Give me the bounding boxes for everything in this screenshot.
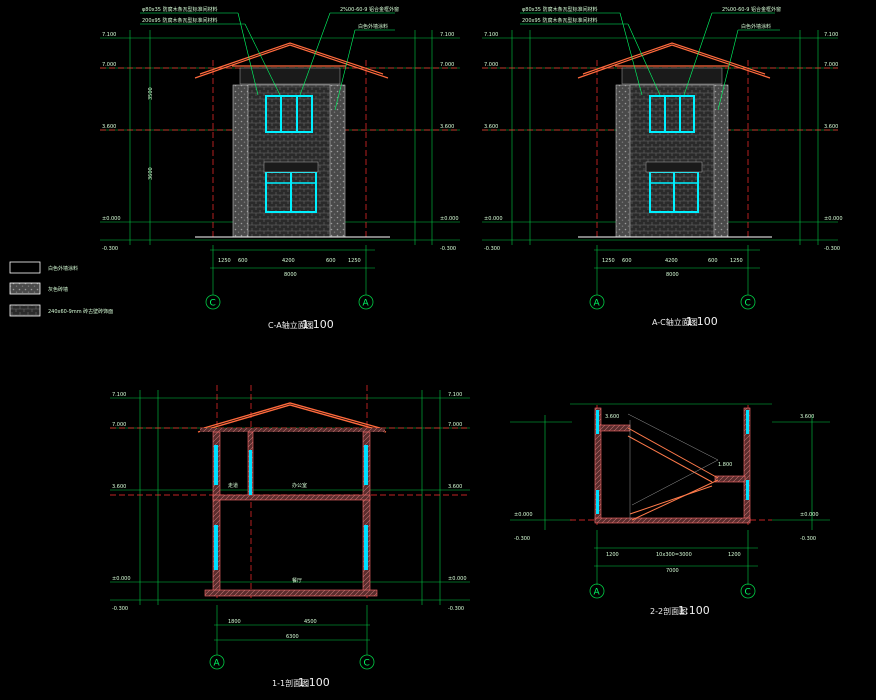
view-scale: 1:100 xyxy=(686,315,718,328)
dim-total: 8000 xyxy=(284,272,297,278)
level-left-5: -0.300 xyxy=(112,606,128,612)
callout-1: φ80x35 防腐木条瓦型标准间材料 xyxy=(142,6,218,13)
level-left-4: ±0.000 xyxy=(112,576,131,582)
level-right-3: 3.600 xyxy=(448,484,462,490)
dim-b-1: 1250 xyxy=(218,258,231,264)
view-title: 2-2剖面图 xyxy=(650,606,687,616)
level-left-1: ±0.000 xyxy=(514,512,533,518)
level-right-2: 7.000 xyxy=(440,62,454,68)
callout-2: 200x95 防腐木条瓦型标准间材料 xyxy=(522,17,597,24)
dim-b-4: 600 xyxy=(326,258,336,264)
dim-b-2: 10x300=3000 xyxy=(656,552,692,558)
level-right-1: 7.100 xyxy=(440,32,454,38)
level-left-1: 7.100 xyxy=(484,32,498,38)
dim-b-1: 1250 xyxy=(602,258,615,264)
level-left-2: 7.000 xyxy=(102,62,116,68)
level-right-2: 7.000 xyxy=(448,422,462,428)
level-right-3: 3.600 xyxy=(824,124,838,130)
dim-b-1: 1800 xyxy=(228,619,241,625)
section-2-2: 3.600 ±0.000 -0.300 3.600 ±0.000 -0.300 … xyxy=(510,403,830,617)
view-scale: 1:100 xyxy=(678,604,710,617)
elevation-a-c: φ80x35 防腐木条瓦型标准间材料 200x95 防腐木条瓦型标准间材料 2%… xyxy=(482,6,843,328)
dim-total: 6300 xyxy=(286,634,299,640)
level-left-2: 7.000 xyxy=(484,62,498,68)
level-right-4: ±0.000 xyxy=(448,576,467,582)
vdim-2: 3600 xyxy=(148,167,154,180)
axis-c: C xyxy=(210,299,216,309)
dim-b-3: 4200 xyxy=(665,258,678,264)
section-1-1: 走道 办公室 餐厅 7.100 7.000 3.600 ±0.000 -0.30… xyxy=(110,385,470,689)
level-left-4: ±0.000 xyxy=(484,216,503,222)
level-right-4: ±0.000 xyxy=(440,216,459,222)
vdim-1: 3500 xyxy=(148,87,154,100)
level-left-2: 7.000 xyxy=(112,422,126,428)
axis-c: C xyxy=(364,659,370,669)
level-mid: 1.800 xyxy=(718,462,732,468)
room-corridor: 走道 xyxy=(228,482,238,489)
level-left-1: 7.100 xyxy=(102,32,116,38)
dim-b-4: 600 xyxy=(708,258,718,264)
level-left-3: 3.600 xyxy=(102,124,116,130)
view-scale: 1:100 xyxy=(298,676,330,689)
level-right-4: ±0.000 xyxy=(824,216,843,222)
axis-a: A xyxy=(363,299,370,309)
level-right-5: -0.300 xyxy=(448,606,464,612)
callout-4: 白色外墙涂料 xyxy=(741,23,771,30)
dim-b-5: 1250 xyxy=(730,258,743,264)
callout-3: 2%00-60-9 铝合金框外窗 xyxy=(340,6,399,13)
level-right-1: 7.100 xyxy=(824,32,838,38)
legend-label-3: 240x60-9mm 砖古壁砖饰面 xyxy=(48,308,113,315)
level-right-1: 3.600 xyxy=(800,414,814,420)
legend: 白色外墙涂料 灰色砖墙 240x60-9mm 砖古壁砖饰面 xyxy=(9,261,113,317)
dim-b-2: 600 xyxy=(238,258,248,264)
axis-c: C xyxy=(745,588,751,598)
level-right-1: 7.100 xyxy=(448,392,462,398)
level-right-2: 7.000 xyxy=(824,62,838,68)
callout-4: 白色外墙涂料 xyxy=(358,23,388,30)
dim-b-3: 1200 xyxy=(728,552,741,558)
level-top: 3.600 xyxy=(605,414,619,420)
axis-a: A xyxy=(594,299,601,309)
level-left-3: 3.600 xyxy=(112,484,126,490)
level-left-5: -0.300 xyxy=(102,246,118,252)
axis-c: C xyxy=(745,299,751,309)
dim-b-5: 1250 xyxy=(348,258,361,264)
dim-total: 7000 xyxy=(666,568,679,574)
level-right-3: -0.300 xyxy=(800,536,816,542)
level-left-4: ±0.000 xyxy=(102,216,121,222)
dim-total: 8000 xyxy=(666,272,679,278)
level-right-5: -0.300 xyxy=(824,246,840,252)
callout-2: 200x95 防腐木条瓦型标准间材料 xyxy=(142,17,217,24)
callout-1: φ80x35 防腐木条瓦型标准间材料 xyxy=(522,6,598,13)
level-right-5: -0.300 xyxy=(440,246,456,252)
level-left-1: 7.100 xyxy=(112,392,126,398)
level-right-2: ±0.000 xyxy=(800,512,819,518)
dim-b-3: 4200 xyxy=(282,258,295,264)
axis-a: A xyxy=(214,659,221,669)
callout-3: 2%00-60-9 铝合金框外窗 xyxy=(722,6,781,13)
level-left-2: -0.300 xyxy=(514,536,530,542)
level-left-5: -0.300 xyxy=(484,246,500,252)
dim-b-2: 4500 xyxy=(304,619,317,625)
view-title: 1-1剖面图 xyxy=(272,678,309,688)
view-scale: 1:100 xyxy=(302,318,334,331)
elevation-c-a: φ80x35 防腐木条瓦型标准间材料 200x95 防腐木条瓦型标准间材料 2%… xyxy=(100,6,460,331)
dim-b-2: 600 xyxy=(622,258,632,264)
legend-label-1: 白色外墙涂料 xyxy=(48,265,78,272)
room-office: 办公室 xyxy=(292,482,307,489)
level-right-3: 3.600 xyxy=(440,124,454,130)
legend-label-2: 灰色砖墙 xyxy=(48,286,68,293)
axis-a: A xyxy=(594,588,601,598)
view-title: C-A轴立面图 xyxy=(268,320,314,330)
room-dining: 餐厅 xyxy=(292,577,302,584)
level-left-3: 3.600 xyxy=(484,124,498,130)
view-title: A-C轴立面图 xyxy=(652,317,698,327)
dim-b-1: 1200 xyxy=(606,552,619,558)
